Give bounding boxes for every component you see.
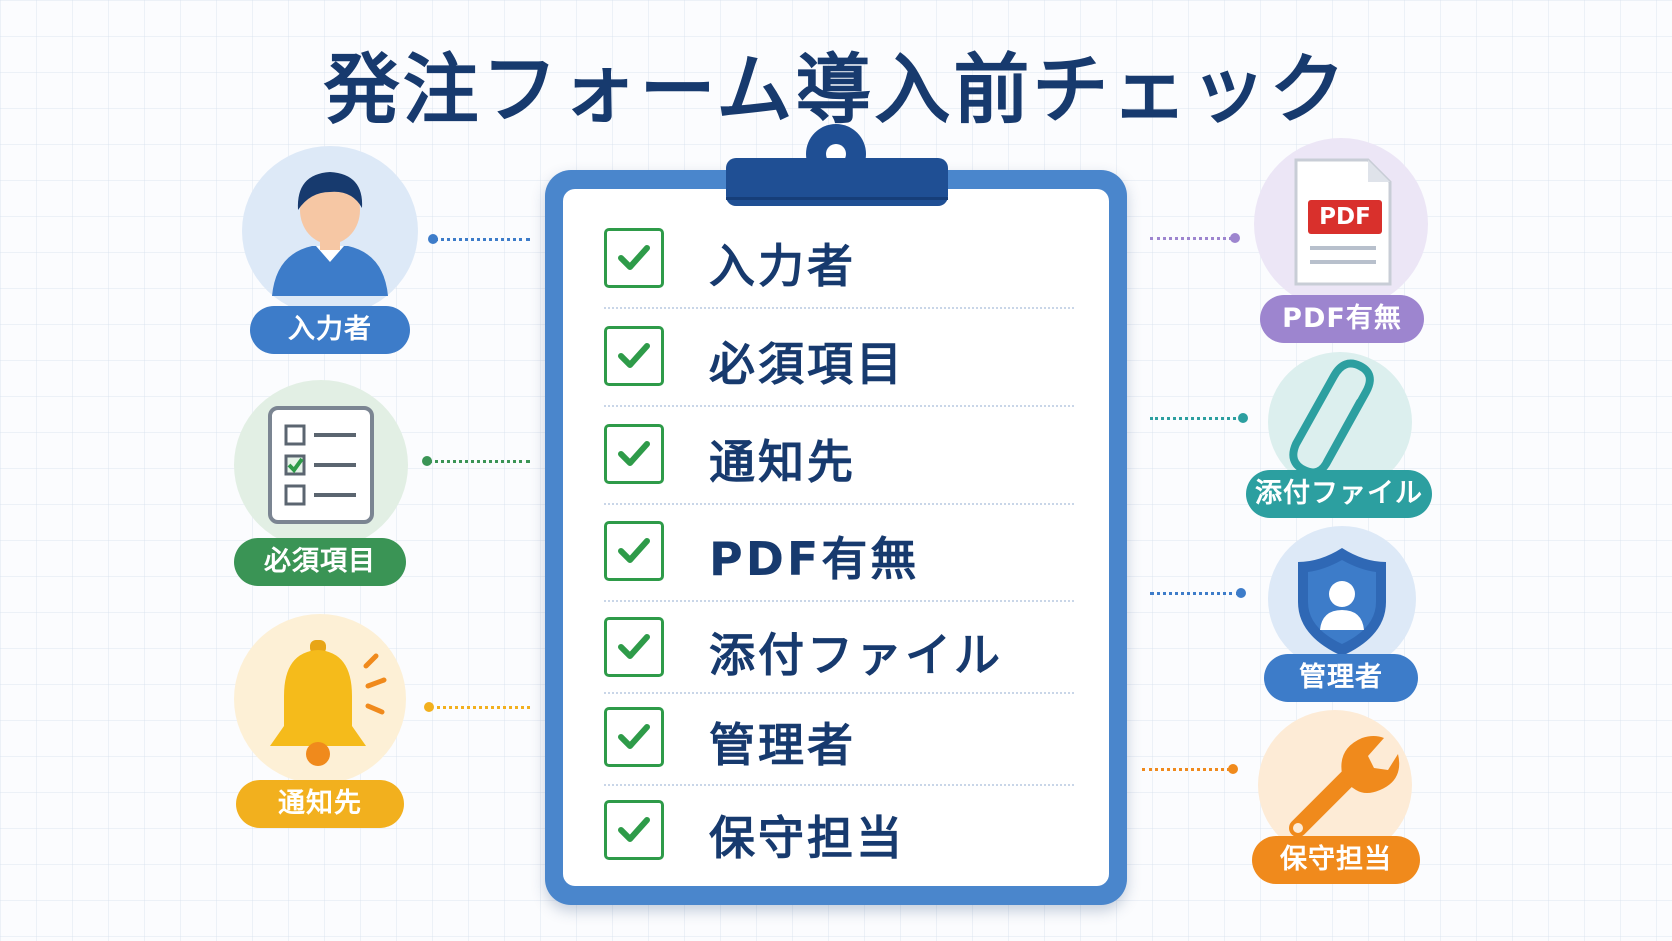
checklist-item-label: 入力者 bbox=[709, 239, 856, 293]
clipboard bbox=[545, 170, 1127, 905]
pdf-label-pill: PDF有無 bbox=[1260, 295, 1424, 343]
checklist-item-label: 通知先 bbox=[709, 435, 856, 489]
connector-dot bbox=[1238, 413, 1248, 423]
checklist-circle bbox=[234, 380, 408, 550]
checkbox-checked-icon[interactable] bbox=[604, 424, 664, 484]
pdf-badge-text: PDF bbox=[1319, 204, 1371, 230]
bell-circle bbox=[234, 614, 406, 784]
connector-dots bbox=[1142, 768, 1230, 771]
divider bbox=[604, 307, 1074, 309]
connector-dots bbox=[434, 238, 530, 241]
checkbox-checked-icon[interactable] bbox=[604, 617, 664, 677]
bell-icon bbox=[270, 640, 387, 766]
checkbox-checked-icon[interactable] bbox=[604, 521, 664, 581]
checkbox-checked-icon[interactable] bbox=[604, 707, 664, 767]
connector-dot bbox=[422, 456, 432, 466]
user-label-pill: 入力者 bbox=[250, 306, 410, 354]
checklist-item[interactable]: PDF有無 bbox=[604, 521, 1074, 587]
maintenance-circle bbox=[1258, 710, 1412, 860]
page-title: 発注フォーム導入前チェック bbox=[323, 45, 1349, 134]
pdf-document-icon bbox=[1294, 158, 1392, 286]
checklist-item-label: 管理者 bbox=[709, 718, 856, 772]
pdf-circle: PDF bbox=[1254, 138, 1428, 310]
checklist-item[interactable]: 入力者 bbox=[604, 228, 1074, 294]
connector-dot bbox=[428, 234, 438, 244]
checklist-item[interactable]: 必須項目 bbox=[604, 326, 1074, 392]
checklist-item-label: 添付ファイル bbox=[709, 628, 1003, 682]
wrench-icon bbox=[1289, 736, 1400, 837]
checklist-item-label: 保守担当 bbox=[709, 811, 905, 865]
connector-dots bbox=[1150, 237, 1232, 240]
admin-circle bbox=[1268, 526, 1416, 672]
connector-dots bbox=[1150, 417, 1242, 420]
attachment-label-pill: 添付ファイル bbox=[1246, 470, 1432, 518]
connector-dots bbox=[1150, 592, 1240, 595]
checklist-icon bbox=[268, 406, 374, 524]
connector-dot bbox=[1230, 233, 1240, 243]
maintenance-label-pill: 保守担当 bbox=[1252, 836, 1420, 884]
divider bbox=[604, 692, 1074, 694]
required-fields-label-pill: 必須項目 bbox=[234, 538, 406, 586]
checklist-item-label: 必須項目 bbox=[709, 337, 905, 391]
checkbox-checked-icon[interactable] bbox=[604, 800, 664, 860]
checklist-item-label: PDF有無 bbox=[709, 532, 920, 586]
connector-dots bbox=[430, 706, 530, 709]
divider bbox=[604, 405, 1074, 407]
divider bbox=[604, 503, 1074, 505]
checklist-item[interactable]: 添付ファイル bbox=[604, 617, 1074, 683]
notify-label-pill: 通知先 bbox=[236, 780, 404, 828]
connector-dot bbox=[424, 702, 434, 712]
checkbox-checked-icon[interactable] bbox=[604, 326, 664, 386]
checkbox-checked-icon[interactable] bbox=[604, 228, 664, 288]
user-circle bbox=[242, 146, 418, 316]
connector-dot bbox=[1228, 764, 1238, 774]
shield-user-icon bbox=[1298, 548, 1386, 656]
divider bbox=[604, 600, 1074, 602]
admin-label-pill: 管理者 bbox=[1264, 654, 1418, 702]
checklist-item[interactable]: 通知先 bbox=[604, 424, 1074, 490]
clipboard-clip bbox=[726, 158, 948, 206]
connector-dots bbox=[428, 460, 530, 463]
checklist-item[interactable]: 保守担当 bbox=[604, 800, 1074, 866]
divider bbox=[604, 784, 1074, 786]
connector-dot bbox=[1236, 588, 1246, 598]
user-icon bbox=[272, 172, 388, 296]
checklist-item[interactable]: 管理者 bbox=[604, 707, 1074, 773]
